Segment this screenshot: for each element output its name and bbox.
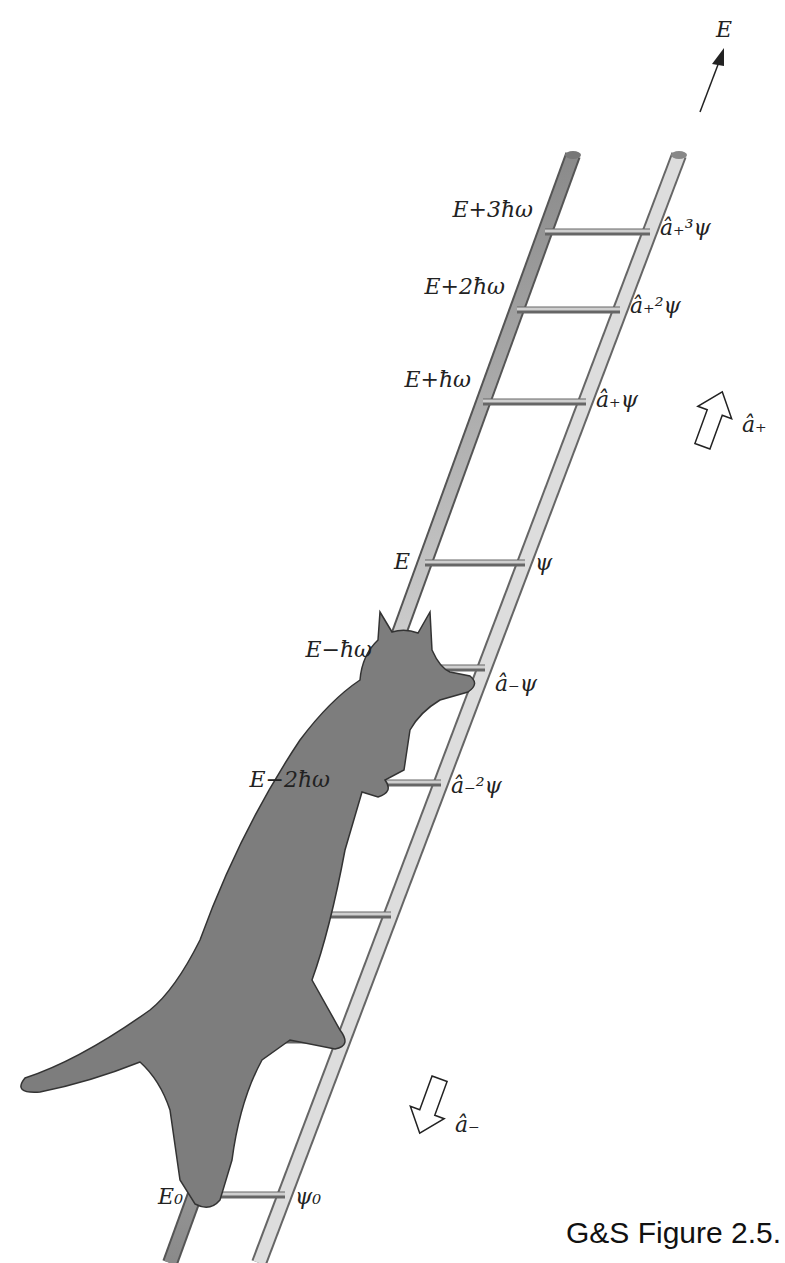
- state-label: â₊³ψ: [660, 216, 711, 240]
- axis-arrowhead: [712, 48, 724, 66]
- cat-silhouette: [21, 612, 475, 1207]
- axis-label: E: [716, 18, 732, 42]
- energy-axis: [700, 62, 719, 112]
- energy-label: E+3ħω: [452, 198, 533, 222]
- energy-label: E+2ħω: [424, 275, 505, 299]
- state-label: ψ: [535, 551, 552, 575]
- energy-label: E₀: [158, 1185, 183, 1209]
- raising-arrow: [686, 386, 740, 453]
- state-label: â₋ψ: [495, 672, 537, 696]
- energy-label: E−2ħω: [249, 768, 330, 792]
- energy-label: E+ħω: [404, 368, 471, 392]
- state-label: â₊²ψ: [630, 294, 681, 318]
- ladder-rail: [259, 155, 679, 1263]
- operator-label: â₊: [742, 413, 767, 437]
- figure-caption: G&S Figure 2.5.: [566, 1216, 781, 1249]
- energy-label: E: [394, 550, 410, 574]
- state-label: ψ₀: [295, 1185, 321, 1209]
- operator-label: â₋: [455, 1113, 480, 1137]
- rail-end: [565, 151, 581, 159]
- state-label: â₋²ψ: [451, 774, 502, 798]
- energy-label: E−ħω: [305, 638, 372, 662]
- lowering-arrow: [403, 1073, 457, 1140]
- state-label: â₊ψ: [596, 388, 638, 412]
- rail-end: [671, 151, 687, 159]
- ladder-rail: [259, 155, 679, 1263]
